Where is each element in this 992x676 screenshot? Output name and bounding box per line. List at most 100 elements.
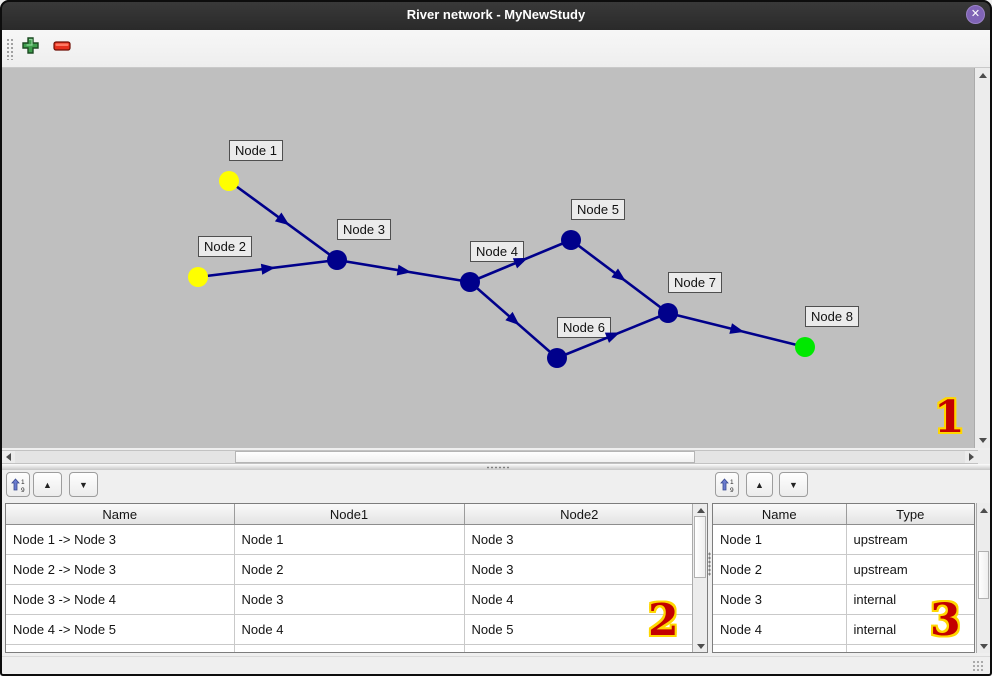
down-triangle-icon: ▼ [789,479,798,490]
toolbar-drag-handle[interactable] [6,38,13,60]
nodes-header-row[interactable]: Name Type [713,504,974,525]
river-branch-edge [570,238,669,315]
table-cell[interactable]: Node 3 [713,584,847,615]
branches-vscrollbar[interactable] [692,504,707,652]
remove-button[interactable] [50,36,74,60]
river-node[interactable] [658,303,678,323]
table-cell[interactable]: Node 3 [234,584,465,615]
nodes-vscrollbar[interactable] [976,503,990,653]
river-node[interactable] [547,348,567,368]
window-resize-grip[interactable] [972,660,984,672]
minus-icon [53,39,71,57]
node-label: Node 5 [571,199,625,220]
triangle-up-icon [980,507,988,513]
up-triangle-icon: ▲ [755,479,764,490]
add-button[interactable] [18,36,42,60]
scroll-up-button[interactable] [976,69,990,82]
scroll-down-button[interactable] [978,640,990,652]
table-cell [846,644,974,652]
node-label: Node 7 [668,272,722,293]
table-cell[interactable]: Node 2 -> Node 3 [6,554,235,585]
svg-text:9: 9 [730,487,734,493]
splitter-handle[interactable] [486,466,510,469]
flow-arrow-icon [274,212,290,226]
branches-move-down-button[interactable]: ▼ [69,472,98,497]
branches-move-up-button[interactable]: ▲ [33,472,62,497]
table-cell[interactable]: Node 4 [464,584,694,615]
vscroll-thumb[interactable] [978,551,989,599]
table-cell[interactable]: internal [846,584,974,615]
table-cell[interactable]: Node 3 [464,524,694,555]
table-cell[interactable]: Node 1 -> Node 3 [6,524,235,555]
svg-text:1: 1 [21,479,25,486]
node-label: Node 3 [337,219,391,240]
scroll-left-button[interactable] [2,451,15,463]
column-header-node1[interactable]: Node1 [234,504,465,525]
canvas-vscrollbar[interactable] [974,68,990,448]
triangle-down-icon [980,643,988,649]
river-branch-edge [469,281,558,359]
scroll-down-button[interactable] [694,640,707,652]
title-bar[interactable]: River network - MyNewStudy ✕ [0,0,992,30]
up-triangle-icon: ▲ [43,479,52,490]
nodes-move-up-button[interactable]: ▲ [746,472,773,497]
close-icon: ✕ [970,8,981,20]
close-button[interactable]: ✕ [966,5,985,24]
scroll-right-button[interactable] [965,451,978,463]
canvas-hscrollbar[interactable] [2,450,978,464]
branches-header-row[interactable]: Name Node1 Node2 [6,504,694,525]
table-splitter-handle[interactable] [708,552,711,576]
table-cell[interactable]: internal [846,614,974,645]
table-cell[interactable]: upstream [846,524,974,555]
table-cell[interactable]: Node 3 [464,554,694,585]
column-header-name[interactable]: Name [6,504,235,525]
branches-sort-button[interactable]: 1 9 [6,472,30,497]
sort-numeric-icon: 1 9 [10,477,25,493]
plus-icon [21,37,39,59]
partial-row [6,644,694,652]
vscroll-thumb[interactable] [694,516,706,578]
flow-arrow-icon [729,323,745,334]
down-triangle-icon: ▼ [79,479,88,490]
river-node[interactable] [327,250,347,270]
scroll-up-button[interactable] [694,504,707,516]
scroll-down-button[interactable] [976,434,990,447]
table-cell[interactable]: Node 4 [713,614,847,645]
table-cell[interactable]: Node 4 [234,614,465,645]
column-header-name[interactable]: Name [713,504,847,525]
hscroll-thumb[interactable] [235,451,695,463]
table-cell[interactable]: upstream [846,554,974,585]
table-cell[interactable]: Node 2 [234,554,465,585]
table-cell[interactable]: Node 2 [713,554,847,585]
river-node[interactable] [188,267,208,287]
triangle-right-icon [969,453,974,461]
table-cell[interactable]: Node 1 [713,524,847,555]
table-cell[interactable]: Node 3 -> Node 4 [6,584,235,615]
sort-numeric-icon: 1 9 [719,477,734,493]
table-cell[interactable]: Node 4 -> Node 5 [6,614,235,645]
nodes-sort-button[interactable]: 1 9 [715,472,739,497]
column-header-node2[interactable]: Node2 [464,504,694,525]
table-cell[interactable]: Node 1 [234,524,465,555]
table-cell[interactable]: Node 5 [464,614,694,645]
scroll-up-button[interactable] [978,504,990,516]
river-node[interactable] [561,230,581,250]
river-node[interactable] [460,272,480,292]
river-node[interactable] [219,171,239,191]
river-node[interactable] [795,337,815,357]
table-cell [6,644,235,652]
nodes-move-down-button[interactable]: ▼ [779,472,808,497]
column-header-type[interactable]: Type [846,504,974,525]
